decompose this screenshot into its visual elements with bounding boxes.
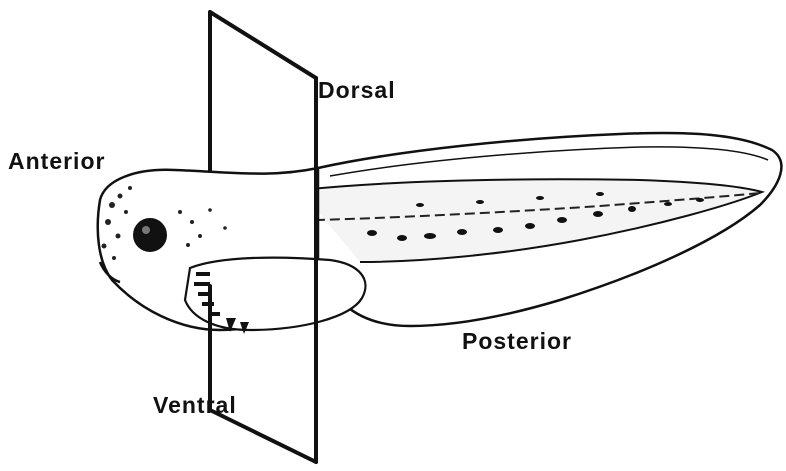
tadpole-body xyxy=(98,133,782,334)
dorsal-label: Dorsal xyxy=(318,79,396,102)
ventral-label: Ventral xyxy=(153,394,237,417)
eye xyxy=(134,219,166,251)
anterior-label: Anterior xyxy=(8,150,105,173)
posterior-label: Posterior xyxy=(462,330,572,353)
belly xyxy=(185,258,365,330)
